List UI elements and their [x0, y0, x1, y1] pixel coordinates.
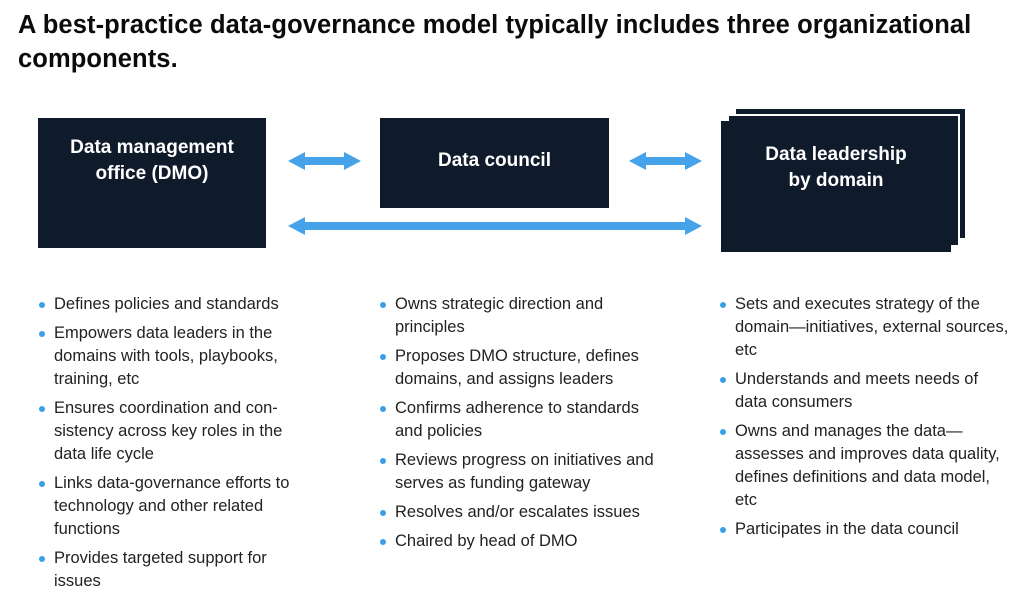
- list-item: Confirms adherence to standards and poli…: [379, 397, 671, 443]
- council-responsibilities-list: Owns strategic direction and principles …: [379, 293, 671, 559]
- data-council-label: Data council: [438, 150, 551, 171]
- domain-label-line2: by domain: [788, 169, 884, 191]
- list-item: Chaired by head of DMO: [379, 530, 671, 553]
- arrow-dmo-domain: [288, 217, 702, 235]
- list-item: Proposes DMO structure, defines domains,…: [379, 345, 671, 391]
- list-item: Ensures coordination and con-sistency ac…: [38, 397, 310, 466]
- arrow-dmo-council: [288, 152, 361, 170]
- data-leadership-box: Data leadership by domain: [721, 121, 951, 252]
- list-item: Defines policies and standards: [38, 293, 310, 316]
- list-item: Reviews progress on initiatives and serv…: [379, 449, 671, 495]
- diagram-title: A best-practice data-governance model ty…: [18, 11, 972, 73]
- arrow-council-domain: [629, 152, 702, 170]
- list-item: Provides targeted support for issues: [38, 547, 310, 593]
- dmo-label-line1: Data management: [70, 137, 234, 158]
- list-item: Owns strategic direction and principles: [379, 293, 671, 339]
- list-item: Links data-governance efforts to technol…: [38, 472, 310, 541]
- dmo-box: Data management office (DMO): [38, 118, 266, 248]
- list-item: Owns and manages the data—assesses and i…: [719, 420, 1009, 512]
- dmo-label-line2: office (DMO): [95, 163, 209, 184]
- data-council-box: Data council: [380, 118, 609, 208]
- list-item: Sets and executes strategy of the domain…: [719, 293, 1009, 362]
- list-item: Understands and meets needs of data cons…: [719, 368, 1009, 414]
- list-item: Empowers data leaders in the domains wit…: [38, 322, 310, 391]
- domain-responsibilities-list: Sets and executes strategy of the domain…: [719, 293, 1009, 547]
- list-item: Participates in the data council: [719, 518, 1009, 541]
- domain-label-line1: Data leadership: [765, 143, 907, 165]
- list-item: Resolves and/or escalates issues: [379, 501, 671, 524]
- dmo-responsibilities-list: Defines policies and standards Empowers …: [38, 293, 310, 599]
